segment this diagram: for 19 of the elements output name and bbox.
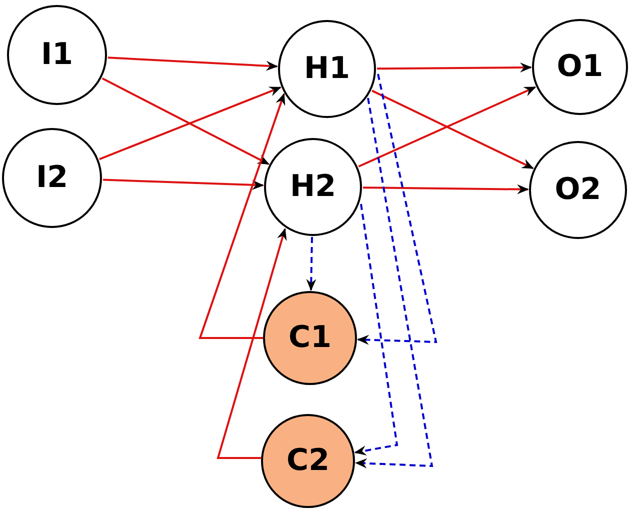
- arrow: [216, 228, 287, 459]
- node-label: I2: [36, 163, 68, 193]
- node-label: H1: [304, 54, 350, 84]
- node-label: C1: [288, 323, 332, 353]
- arrow: [102, 178, 264, 190]
- arrow: [306, 236, 316, 291]
- arrow: [355, 98, 434, 468]
- node-label: O2: [554, 175, 602, 205]
- node-label: O1: [556, 52, 604, 82]
- arrow: [108, 56, 278, 71]
- node-label: C2: [286, 446, 330, 476]
- arrow: [377, 62, 532, 72]
- node-label: I1: [40, 40, 74, 70]
- arrow: [102, 78, 270, 165]
- arrow: [362, 184, 529, 194]
- arrow: [357, 74, 438, 345]
- node-label: H2: [290, 172, 336, 202]
- arrow: [198, 93, 286, 339]
- arrow: [99, 86, 282, 160]
